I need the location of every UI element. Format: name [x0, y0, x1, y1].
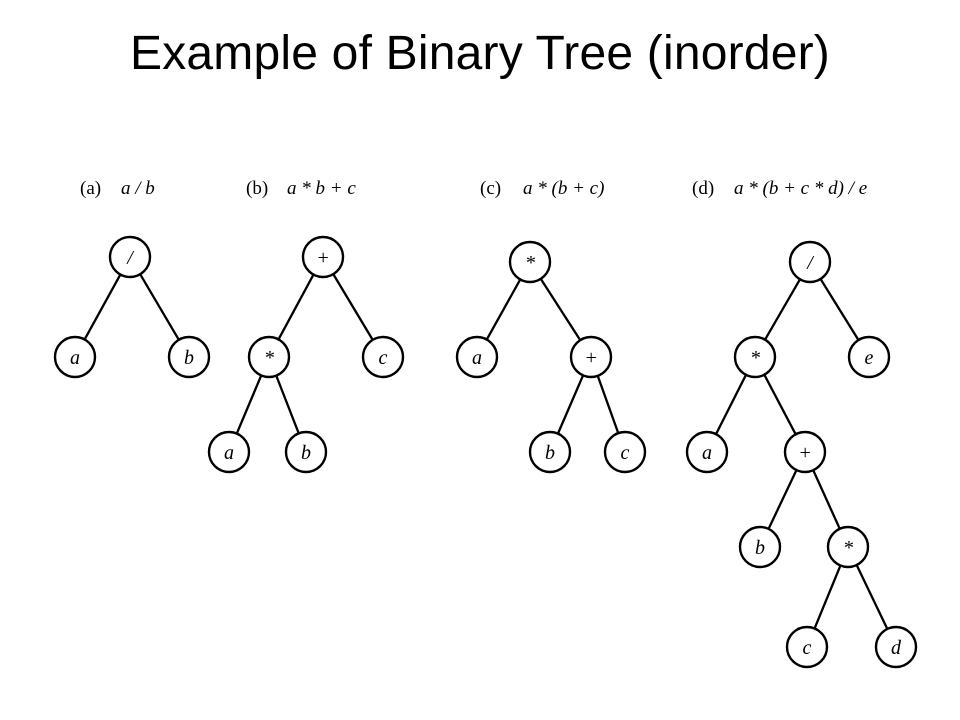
- tree-b-expression: a * b + c: [287, 178, 356, 199]
- tree-d-edge: [767, 468, 798, 531]
- node-circle: [788, 240, 832, 284]
- node-label: a: [70, 347, 80, 369]
- node-circle: [167, 335, 211, 379]
- tree-d-edge: [819, 277, 860, 342]
- node-label: +: [316, 247, 330, 269]
- node-label: a: [472, 347, 482, 369]
- tree-d: (d) a * (b + c * d) / e: [692, 178, 867, 199]
- node-label: a: [224, 442, 234, 464]
- node-label: e: [865, 347, 874, 369]
- tree-b-node: c: [361, 335, 405, 379]
- node-circle: [826, 525, 870, 569]
- node-circle: [301, 235, 345, 279]
- tree-graph: / a b + * c a b * a + b c / * e a + b * c d: [53, 235, 918, 669]
- node-circle: [847, 335, 891, 379]
- node-circle: [508, 240, 552, 284]
- node-label: d: [891, 637, 902, 659]
- tree-a: (a) a / b: [80, 178, 155, 199]
- tree-a-edge: [139, 273, 180, 341]
- node-circle: [783, 430, 827, 474]
- node-label: b: [301, 442, 311, 464]
- tree-d-edge: [763, 373, 797, 436]
- tree-c-expression: a * (b + c): [523, 178, 604, 199]
- tree-c-edge: [485, 278, 522, 341]
- tree-c-edge: [596, 374, 620, 435]
- tree-c-tag: (c): [480, 178, 501, 199]
- node-label: c: [379, 347, 388, 369]
- tree-d-tag: (d): [692, 178, 714, 199]
- node-label: *: [750, 347, 760, 369]
- node-circle: [53, 335, 97, 379]
- tree-c-node: +: [569, 335, 613, 379]
- node-circle: [874, 625, 918, 669]
- tree-b-edge: [235, 374, 263, 435]
- node-label: *: [264, 347, 274, 369]
- node-circle: [284, 430, 328, 474]
- node-circle: [528, 430, 572, 474]
- tree-d-node: a: [685, 430, 729, 474]
- tree-d-edge: [763, 278, 802, 341]
- node-circle: [207, 430, 251, 474]
- tree-b-node: b: [284, 430, 328, 474]
- tree-c-node: a: [455, 335, 499, 379]
- node-circle: [247, 335, 291, 379]
- node-circle: [785, 625, 829, 669]
- node-label: b: [545, 442, 555, 464]
- tree-c-node: b: [528, 430, 572, 474]
- tree-d-edge: [714, 373, 748, 436]
- node-label: /: [806, 252, 815, 274]
- node-circle: [738, 525, 782, 569]
- tree-c-node: c: [603, 430, 647, 474]
- node-circle: [603, 430, 647, 474]
- tree-b-node: a: [207, 430, 251, 474]
- tree-c-node: *: [508, 240, 552, 284]
- node-label: /: [126, 247, 135, 269]
- tree-c-edge: [556, 374, 585, 435]
- tree-b-edge: [332, 272, 374, 342]
- tree-d-edge: [812, 469, 841, 530]
- tree-d-node: c: [785, 625, 829, 669]
- node-circle: [108, 235, 152, 279]
- node-label: c: [803, 637, 812, 659]
- node-label: *: [525, 252, 535, 274]
- node-circle: [361, 335, 405, 379]
- tree-b-edge: [277, 273, 315, 341]
- tree-d-edge: [813, 564, 842, 630]
- tree-a-node: /: [108, 235, 152, 279]
- tree-d-edge: [855, 563, 889, 631]
- node-label: c: [621, 442, 630, 464]
- node-circle: [455, 335, 499, 379]
- tree-a-tag: (a): [80, 178, 101, 199]
- tree-c: (c) a * (b + c): [480, 178, 604, 199]
- node-circle: [733, 335, 777, 379]
- node-label: *: [843, 537, 853, 559]
- slide-title: Example of Binary Tree (inorder): [129, 27, 830, 80]
- tree-b-tag: (b): [246, 178, 268, 199]
- node-label: a: [702, 442, 712, 464]
- tree-d-node: *: [733, 335, 777, 379]
- tree-b-edge: [275, 374, 300, 435]
- tree-d-node: e: [847, 335, 891, 379]
- tree-b-node: +: [301, 235, 345, 279]
- node-circle: [569, 335, 613, 379]
- tree-a-node: a: [53, 335, 97, 379]
- tree-d-node: *: [826, 525, 870, 569]
- node-label: b: [755, 537, 765, 559]
- tree-d-node: b: [738, 525, 782, 569]
- tree-c-edge: [539, 277, 582, 342]
- tree-d-node: +: [783, 430, 827, 474]
- node-label: b: [184, 347, 194, 369]
- node-label: +: [584, 347, 598, 369]
- tree-a-edge: [83, 273, 122, 341]
- tree-a-expression: a / b: [121, 178, 155, 199]
- tree-b: (b) a * b + c: [246, 178, 356, 199]
- tree-d-expression: a * (b + c * d) / e: [734, 178, 867, 199]
- tree-d-node: d: [874, 625, 918, 669]
- tree-b-node: *: [247, 335, 291, 379]
- tree-a-node: b: [167, 335, 211, 379]
- node-label: +: [798, 442, 812, 464]
- node-circle: [685, 430, 729, 474]
- tree-d-node: /: [788, 240, 832, 284]
